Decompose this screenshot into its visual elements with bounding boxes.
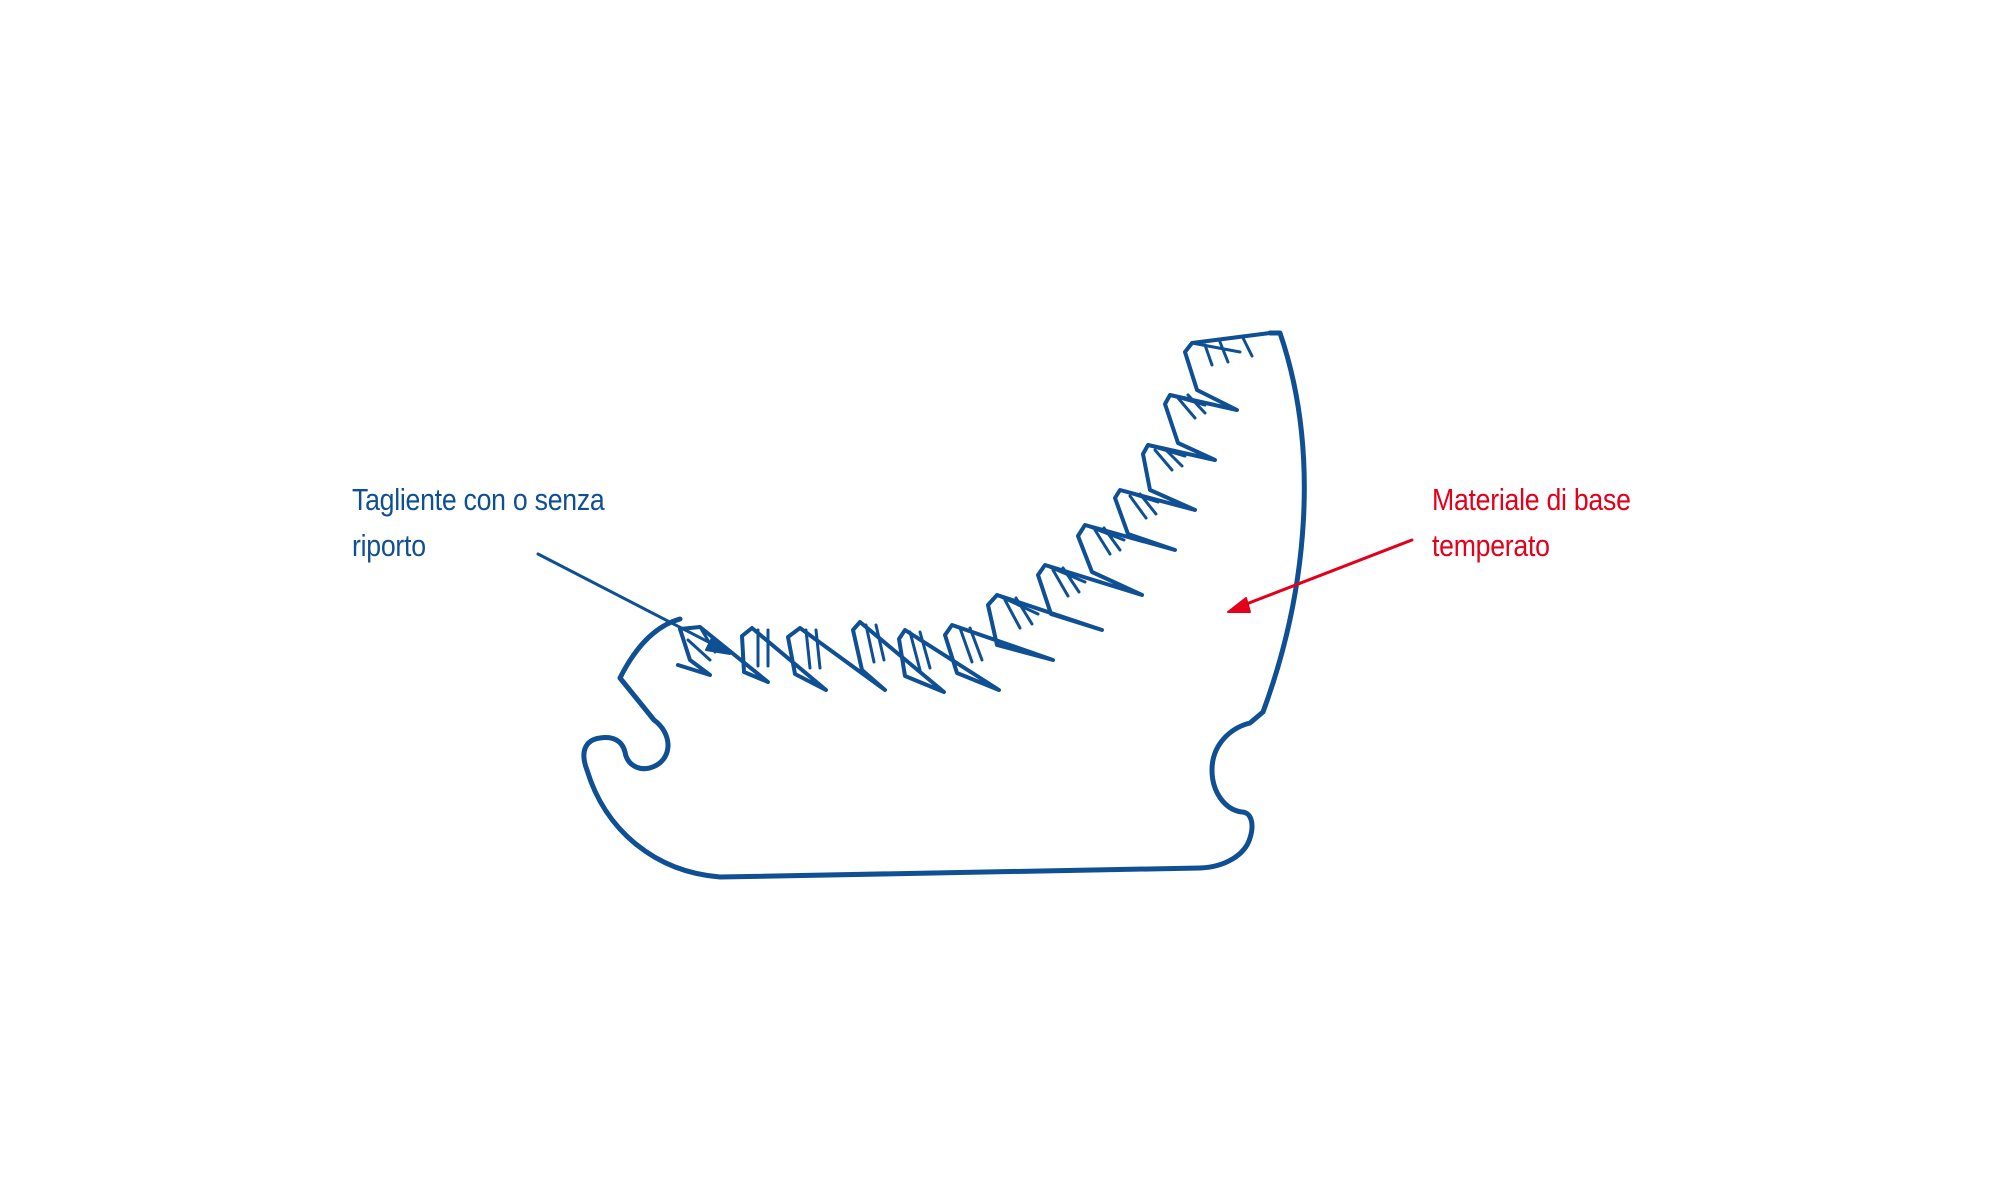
base-material-label-line1: Materiale di base bbox=[1432, 482, 1631, 517]
cutting-edge-arrowhead bbox=[705, 637, 731, 655]
base-material-leader-line bbox=[1234, 538, 1414, 610]
cutting-edge-leader-line bbox=[536, 552, 726, 652]
base-material-label-line2: temperato bbox=[1432, 528, 1550, 563]
segment-body-outline bbox=[581, 330, 1307, 880]
tooth-facet-lines bbox=[686, 336, 1254, 672]
cutting-edge-label-line2: riporto bbox=[352, 528, 426, 563]
cutting-edge-label-line1: Tagliente con o senza bbox=[352, 482, 605, 517]
base-material-label: Materiale di base temperato bbox=[1432, 477, 1631, 569]
base-material-arrowhead bbox=[1227, 597, 1251, 613]
cutting-edge-label: Tagliente con o senza riporto bbox=[352, 477, 605, 569]
